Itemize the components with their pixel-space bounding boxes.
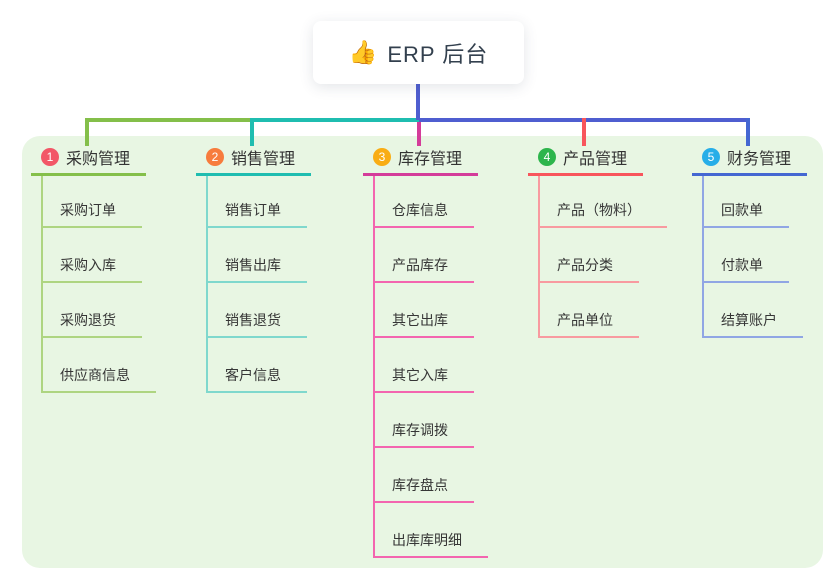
branch-label: 财务管理 <box>727 151 792 168</box>
child-node[interactable]: 仓库信息 <box>375 176 474 228</box>
drop-branch-4 <box>582 118 586 146</box>
child-node[interactable]: 产品单位 <box>540 283 639 338</box>
root-vertical-line <box>416 84 420 120</box>
root-label: ERP 后台 <box>387 41 489 67</box>
child-node[interactable]: 采购入库 <box>43 228 142 283</box>
child-node[interactable]: 销售出库 <box>208 228 307 283</box>
thumbs-up-icon: 👍 <box>348 39 378 65</box>
branch-number-badge: 3 <box>373 148 391 166</box>
drop-branch-1 <box>85 118 89 146</box>
branch-children: 仓库信息产品库存其它出库其它入库库存调拨库存盘点出库库明细 <box>373 176 488 558</box>
child-node[interactable]: 产品（物料） <box>540 176 667 228</box>
child-node[interactable]: 回款单 <box>704 176 789 228</box>
branch-children: 采购订单采购入库采购退货供应商信息 <box>41 176 156 393</box>
trunk-segment-green <box>87 118 252 122</box>
branch-header-4[interactable]: 4 产品管理 <box>528 146 643 176</box>
child-node[interactable]: 产品库存 <box>375 228 474 283</box>
branch-label: 销售管理 <box>231 151 296 168</box>
drop-branch-3 <box>417 122 421 146</box>
branch-5: 5 财务管理回款单付款单结算账户 <box>692 146 807 338</box>
branch-header-2[interactable]: 2 销售管理 <box>196 146 311 176</box>
branch-label: 库存管理 <box>398 151 463 168</box>
child-node[interactable]: 销售退货 <box>208 283 307 338</box>
branch-number-badge: 1 <box>41 148 59 166</box>
child-node[interactable]: 库存调拨 <box>375 393 474 448</box>
branch-number-badge: 5 <box>702 148 720 166</box>
root-node[interactable]: 👍 ERP 后台 <box>313 21 524 84</box>
branches-panel <box>22 136 823 568</box>
child-node[interactable]: 其它入库 <box>375 338 474 393</box>
child-node[interactable]: 销售订单 <box>208 176 307 228</box>
branch-2: 2 销售管理销售订单销售出库销售退货客户信息 <box>196 146 311 393</box>
child-node[interactable]: 其它出库 <box>375 283 474 338</box>
branch-children: 产品（物料）产品分类产品单位 <box>538 176 667 338</box>
branch-header-3[interactable]: 3 库存管理 <box>363 146 478 176</box>
child-node[interactable]: 供应商信息 <box>43 338 156 393</box>
branch-children: 销售订单销售出库销售退货客户信息 <box>206 176 311 393</box>
branch-3: 3 库存管理仓库信息产品库存其它出库其它入库库存调拨库存盘点出库库明细 <box>363 146 488 558</box>
drop-branch-5 <box>746 118 750 146</box>
trunk-segment-teal <box>252 118 419 122</box>
child-node[interactable]: 采购订单 <box>43 176 142 228</box>
drop-branch-2 <box>250 118 254 146</box>
branch-header-1[interactable]: 1 采购管理 <box>31 146 146 176</box>
branch-children: 回款单付款单结算账户 <box>702 176 807 338</box>
branch-1: 1 采购管理采购订单采购入库采购退货供应商信息 <box>31 146 156 393</box>
branch-4: 4 产品管理产品（物料）产品分类产品单位 <box>528 146 667 338</box>
child-node[interactable]: 结算账户 <box>704 283 803 338</box>
branch-label: 采购管理 <box>66 151 131 168</box>
branch-number-badge: 2 <box>206 148 224 166</box>
branch-label: 产品管理 <box>563 151 628 168</box>
branch-number-badge: 4 <box>538 148 556 166</box>
child-node[interactable]: 库存盘点 <box>375 448 474 503</box>
child-node[interactable]: 客户信息 <box>208 338 307 393</box>
child-node[interactable]: 出库库明细 <box>375 503 488 558</box>
child-node[interactable]: 采购退货 <box>43 283 142 338</box>
child-node[interactable]: 付款单 <box>704 228 789 283</box>
branch-header-5[interactable]: 5 财务管理 <box>692 146 807 176</box>
child-node[interactable]: 产品分类 <box>540 228 639 283</box>
